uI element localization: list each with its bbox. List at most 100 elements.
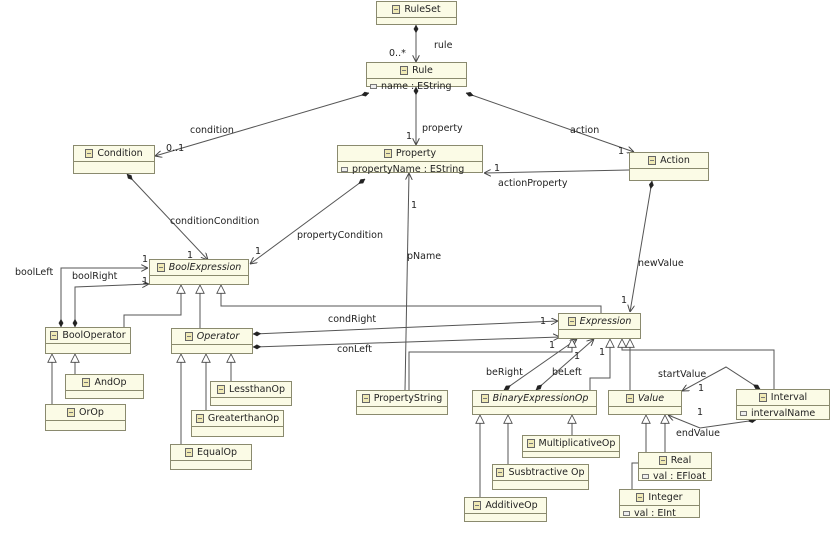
- mult-beleft: 1: [599, 347, 606, 358]
- attribute: propertyName : EString: [352, 163, 465, 175]
- eclass-icon: [658, 456, 667, 465]
- mult-condright: 1: [540, 316, 547, 327]
- assoc-conditioncondition: [126, 173, 208, 260]
- class-name: AndOp: [94, 377, 127, 388]
- class-name: Value: [637, 393, 665, 404]
- mult-property: 1: [406, 131, 413, 142]
- class-name: MultiplicativeOp: [538, 438, 616, 449]
- class-rule[interactable]: Rule name : EString: [366, 62, 467, 92]
- attribute: intervalName: [751, 407, 816, 419]
- class-orop[interactable]: OrOp: [45, 404, 126, 431]
- eclass-icon: [50, 331, 59, 340]
- role-condition: condition: [190, 125, 234, 136]
- eclass-icon: [480, 394, 489, 403]
- class-binaryexpressionop[interactable]: BinaryExpressionOp: [472, 390, 597, 415]
- assoc-pname: [404, 173, 409, 391]
- class-interval[interactable]: Interval intervalName: [736, 389, 830, 420]
- attribute: val : EFloat: [653, 470, 706, 482]
- class-name: PropertyString: [373, 393, 443, 404]
- mult-boolright: 1: [142, 276, 149, 287]
- class-property[interactable]: Property propertyName : EString: [337, 145, 483, 175]
- class-name: Condition: [97, 148, 143, 159]
- eclass-icon: [636, 493, 645, 502]
- class-name: Interval: [770, 392, 808, 403]
- eclass-icon: [758, 393, 767, 402]
- eclass-icon: [67, 408, 76, 417]
- role-rule: rule: [434, 40, 453, 51]
- class-name: Integer: [648, 492, 683, 503]
- mult-endvalue: 1: [697, 407, 704, 418]
- class-value[interactable]: Value: [608, 390, 682, 415]
- eclass-icon: [400, 66, 409, 75]
- eclass-icon: [184, 448, 193, 457]
- role-newvalue: newValue: [638, 258, 684, 269]
- class-additiveop[interactable]: AdditiveOp: [464, 497, 547, 522]
- class-lessthanop[interactable]: LessthanOp: [210, 381, 292, 406]
- eclass-icon: [526, 439, 535, 448]
- role-conleft: conLeft: [337, 344, 372, 355]
- assoc-newvalue: [630, 181, 652, 312]
- mult-pname: 1: [411, 200, 418, 211]
- class-equalop[interactable]: EqualOp: [170, 444, 252, 470]
- gen-expression: [221, 285, 602, 313]
- mult-condition: 0..1: [166, 143, 185, 154]
- gen-propertystring: [408, 339, 572, 390]
- class-name: Property: [395, 148, 437, 159]
- assoc-boolright: [75, 284, 149, 327]
- class-subtractiveop[interactable]: Susbtractive Op: [492, 464, 589, 490]
- role-propertycondition: propertyCondition: [297, 230, 384, 241]
- role-conditioncondition: conditionCondition: [170, 216, 260, 227]
- role-startvalue: startValue: [658, 369, 707, 380]
- mult-action: 1: [618, 146, 625, 157]
- eclass-icon: [383, 149, 392, 158]
- gen-binaryexpressionop: [589, 339, 610, 390]
- class-boolexpression[interactable]: BoolExpression: [149, 259, 249, 285]
- class-name: AdditiveOp: [485, 500, 538, 511]
- eclass-icon: [195, 414, 204, 423]
- eclass-icon: [648, 156, 657, 165]
- eclass-icon: [567, 317, 576, 326]
- class-greaterthanop[interactable]: GreaterthanOp: [191, 410, 284, 437]
- class-integer[interactable]: Integer val : EInt: [619, 489, 700, 519]
- class-operator[interactable]: Operator: [171, 328, 253, 354]
- class-expression[interactable]: Expression: [558, 313, 641, 339]
- class-name: BoolExpression: [168, 262, 242, 273]
- eclass-icon: [496, 468, 505, 477]
- role-boolright: boolRight: [72, 271, 118, 282]
- class-propertystring[interactable]: PropertyString: [356, 390, 448, 415]
- role-pname: pName: [407, 251, 442, 262]
- assoc-endvalue: [668, 415, 756, 429]
- eclass-icon: [361, 394, 370, 403]
- class-name: Operator: [196, 331, 240, 342]
- mult-conleft: 1: [549, 340, 556, 351]
- class-name: BinaryExpressionOp: [492, 393, 589, 404]
- eclass-icon: [473, 501, 482, 510]
- assoc-condition: [155, 93, 369, 156]
- gen-interval: [622, 339, 775, 389]
- mult-beright: 1: [574, 351, 581, 362]
- mult-propertycondition: 1: [255, 246, 262, 257]
- role-boolleft: boolLeft: [15, 267, 54, 278]
- role-endvalue: endValue: [676, 428, 720, 439]
- role-beleft: beLeft: [552, 367, 582, 378]
- class-booloperator[interactable]: BoolOperator: [45, 327, 131, 354]
- role-action: action: [570, 125, 600, 136]
- class-name: Rule: [412, 65, 433, 76]
- class-real[interactable]: Real val : EFloat: [638, 452, 712, 482]
- eclass-icon: [392, 5, 401, 14]
- assoc-action: [466, 93, 634, 152]
- class-ruleset[interactable]: RuleSet: [376, 1, 457, 25]
- class-action[interactable]: Action: [629, 152, 709, 181]
- class-condition[interactable]: Condition: [73, 145, 155, 174]
- class-multiplicativeop[interactable]: MultiplicativeOp: [522, 435, 620, 458]
- mult-conditioncondition: 1: [187, 250, 194, 261]
- eclass-icon: [82, 378, 91, 387]
- eclass-icon: [156, 263, 165, 272]
- class-name: Action: [660, 155, 690, 166]
- class-name: LessthanOp: [229, 384, 285, 395]
- class-name: GreaterthanOp: [207, 413, 280, 424]
- assoc-actionproperty: [484, 170, 630, 173]
- assoc-boolleft: [61, 268, 148, 327]
- class-andop[interactable]: AndOp: [65, 374, 144, 399]
- class-name: Expression: [579, 316, 632, 327]
